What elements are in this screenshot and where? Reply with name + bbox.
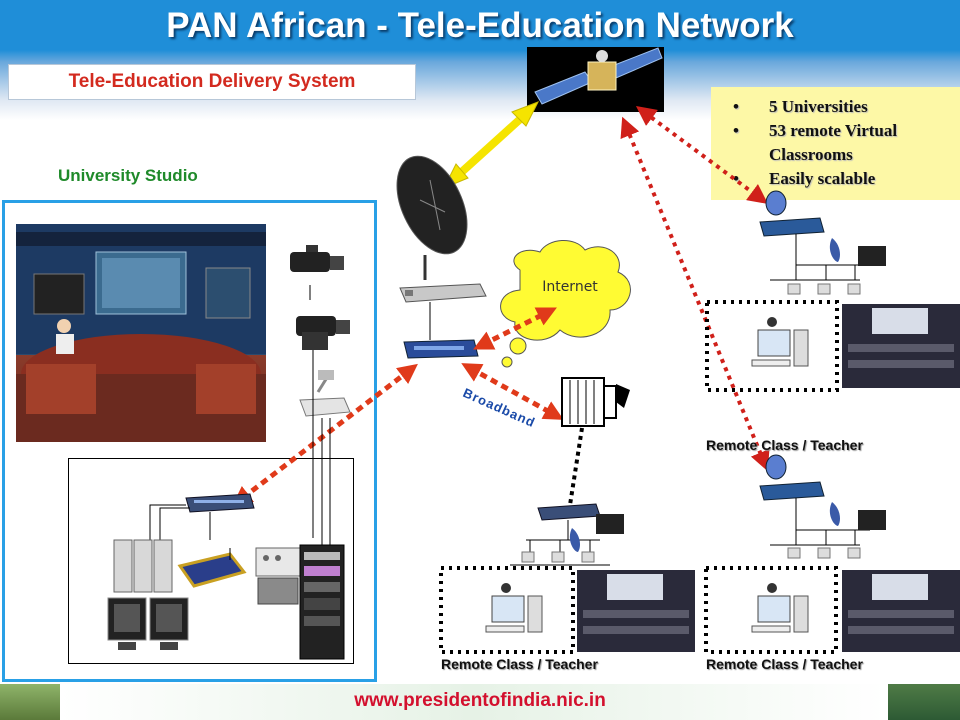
lan-topology <box>510 520 610 566</box>
webcam-icon <box>596 514 624 534</box>
teacher-monitor-icon <box>757 329 791 357</box>
lan-topology <box>770 498 870 546</box>
camera-icon <box>296 316 350 350</box>
satellite-uplink-arrow <box>442 101 540 189</box>
network-hub-icon <box>403 339 479 359</box>
pc-icon <box>847 547 861 559</box>
broadband-link <box>461 363 564 420</box>
audio-mixer-icon <box>255 547 301 605</box>
footer-bar <box>60 684 886 720</box>
studio-link <box>232 363 418 507</box>
pc-icon <box>847 283 861 295</box>
webcam-icon <box>858 246 886 266</box>
page-title: PAN African - Tele-Education Network <box>166 6 794 45</box>
footer-landscape-image <box>0 684 60 720</box>
studio-equipment-box <box>68 458 354 664</box>
teacher-monitor-icon <box>491 595 525 623</box>
studio-switch-icon <box>185 493 255 513</box>
pc-icon <box>817 547 831 559</box>
teacher-pc-icon <box>527 595 543 633</box>
lan-switch-icon <box>537 503 601 521</box>
classroom-boundary <box>439 566 575 654</box>
remote-site-2-label: Remote Class / Teacher <box>706 656 863 672</box>
footer-url[interactable]: www.presidentofindia.nic.in <box>354 690 606 711</box>
monitor-icon <box>149 597 189 650</box>
remote-site-2 <box>704 454 960 654</box>
lan-topology <box>770 234 870 281</box>
pc-icon <box>787 283 801 295</box>
pc-icon <box>551 551 565 563</box>
server-to-site-link <box>568 427 584 506</box>
equipment-rack-icon <box>299 544 345 660</box>
satellite-to-site-2-link <box>620 116 770 472</box>
studio-illustration <box>16 224 266 442</box>
remote-site-1 <box>705 190 960 392</box>
remote-antenna-icon <box>759 190 825 237</box>
webcam-icon <box>767 317 777 327</box>
studio-photo <box>16 224 266 442</box>
webcam-icon <box>858 510 886 530</box>
video-codec-icon <box>177 552 247 588</box>
classroom-boundary <box>704 566 838 654</box>
satellite-to-site-1-link <box>635 106 769 204</box>
microphone-icon <box>829 502 840 526</box>
monitor-icon <box>107 597 147 650</box>
remote-site-1-label: Remote Class / Teacher <box>706 437 863 453</box>
satellite-icon <box>527 47 664 112</box>
pc-icon <box>581 551 595 563</box>
internet-link <box>473 307 557 350</box>
studio-switch-links <box>149 504 211 540</box>
classroom-boundary <box>705 300 839 392</box>
pc-icon <box>521 551 535 563</box>
document-camera-icon <box>299 370 351 417</box>
remote-site-3 <box>439 503 695 654</box>
studio-title: University Studio <box>58 166 198 185</box>
microphone-icon <box>829 238 840 262</box>
server-tower-icon <box>113 539 173 593</box>
footer-peacock-image <box>888 684 960 720</box>
internet-cloud: Internet <box>500 240 631 368</box>
broadband-server-icon <box>561 377 630 427</box>
section-subtitle: Tele-Education Delivery System <box>68 71 356 92</box>
pc-icon <box>787 547 801 559</box>
teacher-monitor-icon <box>757 595 791 623</box>
webcam-icon <box>767 583 777 593</box>
subtitle-box: Tele-Education Delivery System <box>8 64 416 100</box>
remote-site-3-label: Remote Class / Teacher <box>441 656 598 672</box>
microphone-icon <box>569 528 580 552</box>
internet-label: Internet <box>542 279 598 295</box>
satellite-dish-icon <box>396 155 468 280</box>
camera-icon <box>290 245 344 272</box>
pc-icon <box>817 283 831 295</box>
remote-antenna-icon <box>759 454 825 501</box>
teacher-pc-icon <box>793 329 809 367</box>
satellite-modem-icon <box>399 283 487 303</box>
info-list: •5 Universities •53 remote Virtual Class… <box>725 95 955 191</box>
teacher-pc-icon <box>793 595 809 633</box>
webcam-icon <box>501 583 511 593</box>
broadband-label: Broadband <box>461 385 538 430</box>
